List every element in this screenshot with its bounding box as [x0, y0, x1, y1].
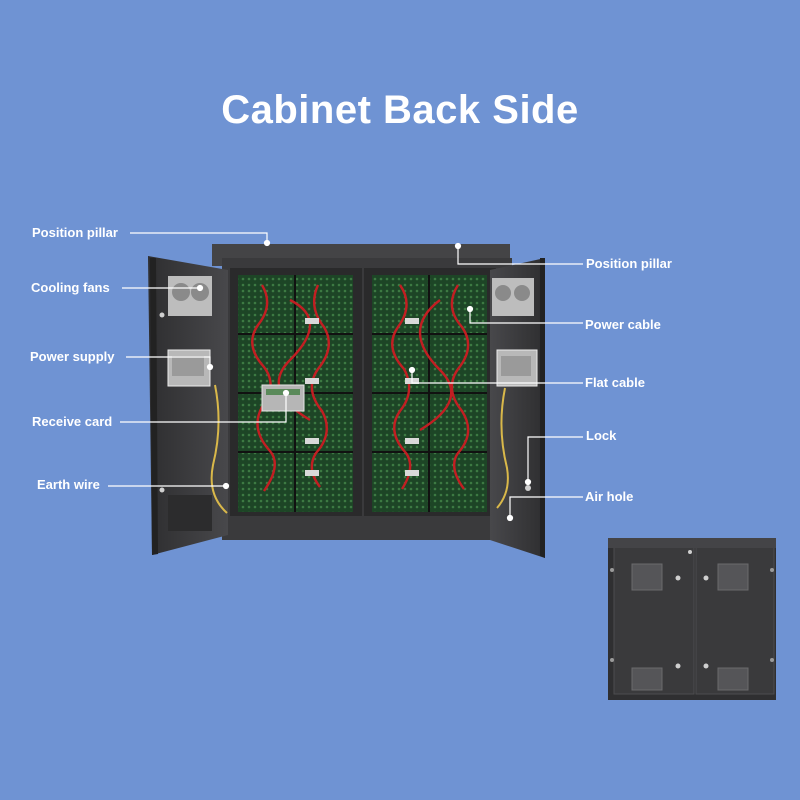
label-air-hole: Air hole	[585, 489, 634, 504]
left-door	[148, 256, 228, 555]
label-earth-wire: Earth wire	[37, 477, 100, 492]
closed-cabinet-inset	[608, 538, 776, 700]
label-receive-card: Receive card	[32, 414, 113, 429]
led-module-panel-right	[372, 275, 487, 512]
label-lock: Lock	[586, 428, 617, 443]
page-title: Cabinet Back Side	[221, 88, 579, 132]
label-power-cable: Power cable	[585, 317, 661, 332]
right-door	[490, 258, 545, 558]
label-cooling-fans: Cooling fans	[31, 280, 110, 295]
label-power-supply: Power supply	[30, 349, 115, 364]
label-position-pillar-left: Position pillar	[32, 225, 118, 240]
label-flat-cable: Flat cable	[585, 375, 645, 390]
label-position-pillar-right: Position pillar	[586, 256, 672, 271]
callout-lines	[108, 232, 583, 522]
receive-card	[261, 384, 305, 412]
